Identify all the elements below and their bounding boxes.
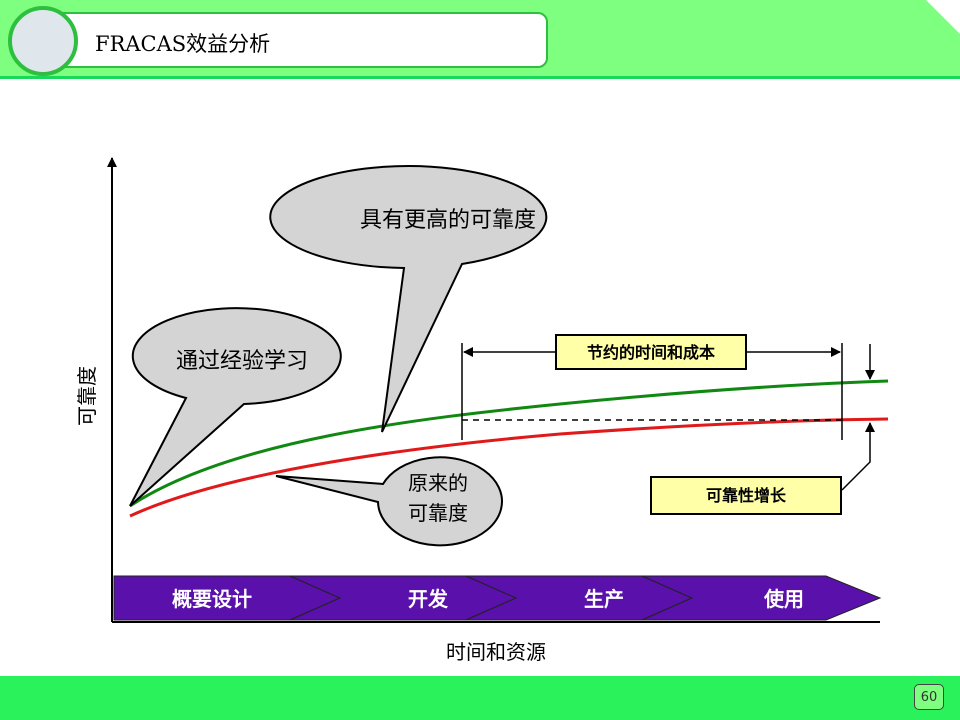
original-reliability-curve — [129, 417, 889, 518]
learning-text: 通过经验学习 — [176, 349, 308, 374]
original-reliability-text-1: 原来的 — [408, 471, 468, 495]
growth-connector — [841, 422, 875, 491]
title-box — [40, 12, 548, 68]
improved-reliability-curve — [129, 379, 889, 508]
time-cost-saved-label: 节约的时间和成本 — [587, 343, 715, 362]
time-cost-saved-box — [555, 334, 747, 370]
reliability-growth-label: 可靠性增长 — [706, 486, 787, 505]
higher-reliability-text: 具有更高的可靠度 — [360, 208, 536, 233]
original-reliability-text-2: 可靠度 — [408, 501, 468, 525]
title-circle-icon — [8, 6, 78, 76]
page-title: FRACAS效益分析 — [95, 32, 271, 56]
phase-label-1: 概要设计 — [172, 587, 252, 611]
phase-label-3: 生产 — [584, 587, 624, 611]
header-divider — [0, 76, 960, 79]
reliability-growth-box — [650, 476, 842, 515]
phase-label-4: 使用 — [763, 587, 804, 611]
page-number: 60 — [914, 684, 944, 710]
x-axis-label: 时间和资源 — [446, 640, 546, 664]
footer-bar — [0, 676, 960, 720]
original-reliability-callout — [275, 456, 503, 547]
higher-reliability-callout — [269, 165, 548, 433]
y-axis-label: 可靠度 — [75, 366, 99, 426]
phase-label-2: 开发 — [408, 587, 449, 611]
phase-chevron-4 — [641, 575, 882, 621]
learning-callout — [129, 307, 342, 507]
